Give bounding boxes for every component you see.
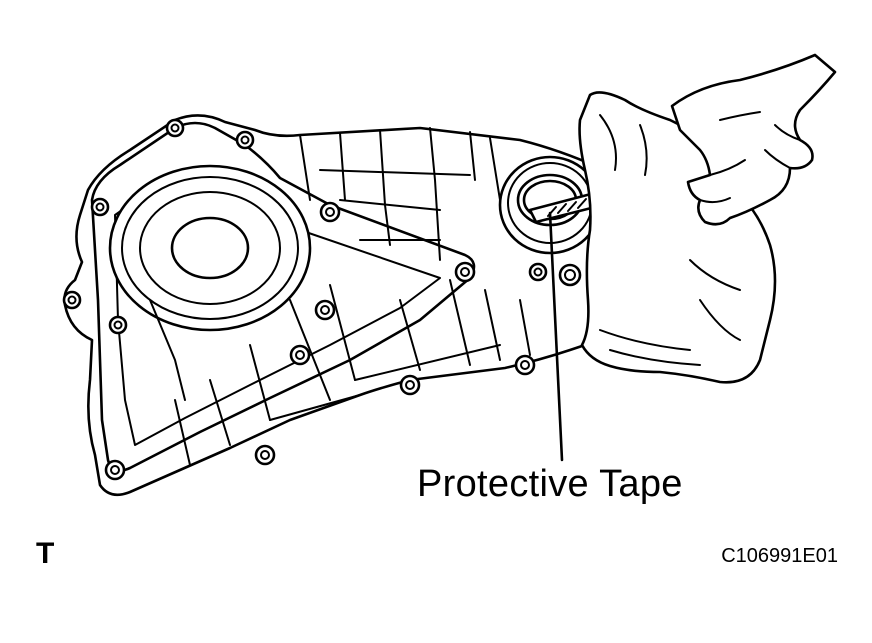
corner-letter: T xyxy=(36,537,55,570)
bolt-bosses xyxy=(62,118,582,481)
hand xyxy=(670,53,837,226)
case-ribs xyxy=(149,127,531,466)
protective-tape-label: Protective Tape xyxy=(417,463,683,505)
figure-code: C106991E01 xyxy=(721,545,838,567)
hand-details xyxy=(699,111,801,204)
callout-leader-line xyxy=(548,211,564,462)
rag-folds xyxy=(599,114,741,366)
left-bearing-bore xyxy=(108,164,312,332)
